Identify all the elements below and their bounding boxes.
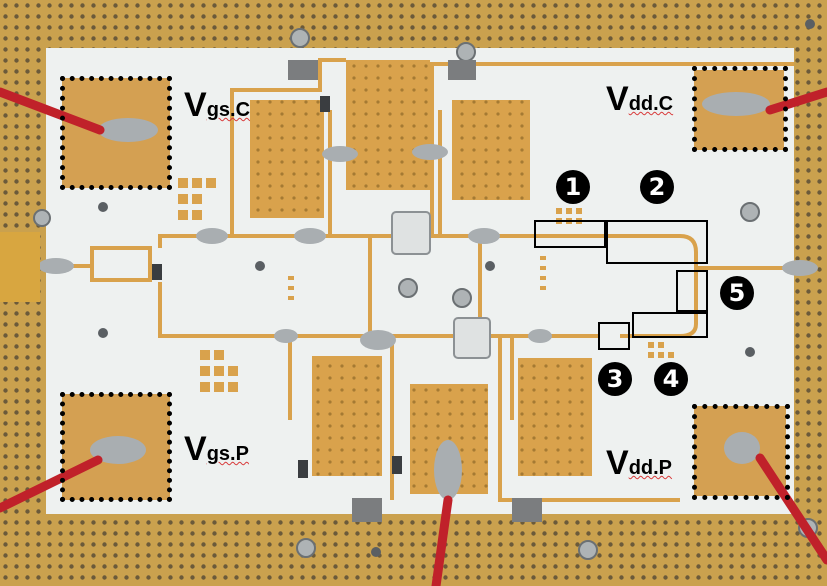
smd-components <box>152 60 542 522</box>
transistor-upper <box>391 211 431 255</box>
vgs-p-label: Vgs.P <box>184 430 249 468</box>
screws <box>33 28 818 560</box>
region-2-box <box>606 220 708 264</box>
vgs-c-pad-outline <box>60 76 172 190</box>
stub-column <box>288 256 546 300</box>
bias-pad-3 <box>452 100 530 200</box>
region-4-box <box>632 312 708 338</box>
transistor-lower <box>453 317 491 359</box>
pad-grid-left-bottom <box>200 350 238 392</box>
marker-2: 2 <box>640 170 674 204</box>
stub-grid-4 <box>648 342 674 358</box>
bias-pad-6 <box>518 358 592 476</box>
marker-1: 1 <box>556 170 590 204</box>
vdd-p-pad-outline <box>692 404 790 500</box>
marker-5: 5 <box>720 276 754 310</box>
region-5-box <box>676 270 708 312</box>
region-3-box <box>598 322 630 350</box>
vgs-c-label: Vgs.C <box>184 86 251 124</box>
bias-pad-4 <box>312 356 382 476</box>
sma-connector <box>0 232 40 302</box>
region-1-box <box>534 220 606 248</box>
power-wires <box>0 87 827 586</box>
screw-holes <box>98 19 815 557</box>
marker-4: 4 <box>654 362 688 396</box>
bias-pad-1 <box>250 100 324 218</box>
vgs-p-pad-outline <box>60 392 172 502</box>
marker-3: 3 <box>598 362 632 396</box>
microstrip-traces <box>46 58 794 502</box>
pad-grid-left-top <box>178 178 216 220</box>
bias-pad-2 <box>346 60 430 190</box>
vdd-p-label: Vdd.P <box>606 444 673 482</box>
vdd-c-pad-outline <box>692 66 788 152</box>
vdd-c-label: Vdd.C <box>606 80 674 118</box>
solder-joints <box>38 92 818 500</box>
